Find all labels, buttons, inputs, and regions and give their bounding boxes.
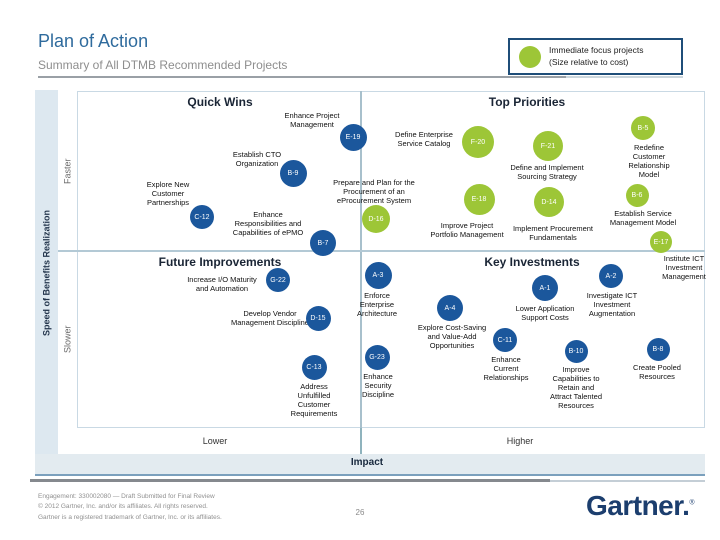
project-bubble-C-13[interactable]: C-13 <box>301 354 327 380</box>
project-label-G-23: Enhance Security Discipline <box>361 372 395 399</box>
project-bubble-E-18[interactable]: E-18 <box>463 183 495 215</box>
project-label-C-12: Explore New Customer Partnerships <box>146 180 190 207</box>
footer-engagement: Engagement: 330002080 — Draft Submitted … <box>38 493 215 500</box>
project-label-B-8: Create Pooled Resources <box>633 363 681 381</box>
plot-area <box>77 91 705 428</box>
legend-line-2: (Size relative to cost) <box>549 56 629 67</box>
y-tick-slower: Slower <box>62 325 73 354</box>
project-label-C-13: Address Unfulfilled Customer Requirement… <box>290 382 338 418</box>
project-bubble-B-8[interactable]: B-8 <box>646 337 670 361</box>
page-title: Plan of Action <box>38 31 149 51</box>
project-label-B-5: Redefine Customer Relationship Model <box>628 143 670 179</box>
x-tick-higher: Higher <box>506 436 534 446</box>
project-label-D-14: Implement Procurement Fundamentals <box>512 224 594 242</box>
quadrant-divider-horizontal <box>58 250 705 252</box>
project-bubble-F-20[interactable]: F-20 <box>462 126 494 158</box>
project-bubble-G-23[interactable]: G-23 <box>364 344 390 370</box>
project-bubble-A-4[interactable]: A-4 <box>437 295 463 321</box>
project-label-A-1: Lower Application Support Costs <box>515 304 575 322</box>
project-bubble-A-1[interactable]: A-1 <box>532 275 558 301</box>
header-divider-light <box>566 76 683 78</box>
project-label-C-11: Enhance Current Relationships <box>483 355 529 382</box>
project-bubble-B-10[interactable]: B-10 <box>564 339 588 363</box>
project-bubble-C-12[interactable]: C-12 <box>190 205 214 229</box>
project-bubble-D-15[interactable]: D-15 <box>305 305 331 331</box>
project-bubble-F-21[interactable]: F-21 <box>533 131 563 161</box>
project-label-D-16: Prepare and Plan for the Procurement of … <box>333 178 415 205</box>
quadrant-divider-vertical-lower <box>360 428 362 454</box>
project-bubble-E-19[interactable]: E-19 <box>339 123 367 151</box>
footer-trademark: Gartner is a registered trademark of Gar… <box>38 513 222 521</box>
quadrant-divider-vertical <box>360 91 362 428</box>
footer-text: Engagement: 330002080 — Draft Submitted … <box>38 492 222 523</box>
project-bubble-A-3[interactable]: A-3 <box>364 261 392 289</box>
legend-line-1: Immediate focus projects <box>549 45 644 56</box>
y-axis-band <box>35 90 58 455</box>
project-label-B-9: Establish CTO Organization <box>232 150 282 168</box>
project-bubble-D-14[interactable]: D-14 <box>534 187 564 217</box>
x-axis-band <box>35 454 705 476</box>
registered-mark-icon: ® <box>689 499 695 507</box>
project-bubble-B-9[interactable]: B-9 <box>279 159 307 187</box>
bottom-divider-light <box>550 480 705 482</box>
project-bubble-G-22[interactable]: G-22 <box>266 268 290 292</box>
x-tick-lower: Lower <box>202 436 228 446</box>
project-label-A-4: Explore Cost-Saving and Value-Add Opport… <box>417 323 487 350</box>
footer-copyright: © 2012 Gartner, Inc. and/or its affiliat… <box>38 503 208 511</box>
project-bubble-C-11[interactable]: C-11 <box>493 328 517 352</box>
project-label-F-21: Define and Implement Sourcing Strategy <box>510 163 584 181</box>
quadrant-title-quick-wins: Quick Wins <box>187 95 253 109</box>
project-label-F-20: Define Enterprise Service Catalog <box>395 130 453 148</box>
project-bubble-B-7[interactable]: B-7 <box>310 230 336 256</box>
project-label-E-19: Enhance Project Management <box>284 111 340 129</box>
page-subtitle: Summary of All DTMB Recommended Projects <box>38 58 288 72</box>
header-divider <box>38 76 566 78</box>
quadrant-title-future-improvements: Future Improvements <box>158 255 282 269</box>
quadrant-title-key-investments: Key Investments <box>484 255 580 269</box>
legend-box: Immediate focus projects (Size relative … <box>508 38 683 75</box>
project-bubble-D-16[interactable]: D-16 <box>362 205 390 233</box>
project-label-E-18: Improve Project Portfolio Management <box>430 221 504 239</box>
project-label-A-2: Investigate ICT Investment Augmentation <box>586 291 638 318</box>
project-bubble-E-17[interactable]: E-17 <box>650 231 672 253</box>
project-label-A-3: Enforce Enterprise Architecture <box>356 291 398 318</box>
y-tick-faster: Faster <box>62 158 73 184</box>
quadrant-title-top-priorities: Top Priorities <box>488 95 566 109</box>
focus-project-dot-icon <box>519 45 541 68</box>
project-label-E-17: Institute ICT Investment Management <box>662 254 706 281</box>
project-label-D-15: Develop Vendor Management Discipline <box>231 309 309 327</box>
project-bubble-B-5[interactable]: B-5 <box>631 116 655 140</box>
page-number: 26 <box>355 508 365 517</box>
project-label-G-22: Increase I/O Maturity and Automation <box>187 275 257 293</box>
gartner-logo: Gartner.® <box>586 490 695 521</box>
project-bubble-B-6[interactable]: B-6 <box>625 183 649 207</box>
y-axis-title: Speed of Benefits Realization <box>41 209 52 336</box>
project-label-B-6: Establish Service Management Model <box>609 209 677 227</box>
project-label-B-7: Enhance Responsibilities and Capabilitie… <box>232 210 304 237</box>
x-axis-title: Impact <box>350 457 384 468</box>
project-label-B-10: Improve Capabilities to Retain and Attra… <box>550 365 602 410</box>
project-bubble-A-2[interactable]: A-2 <box>599 264 623 288</box>
legend-text: Immediate focus projects (Size relative … <box>549 45 643 67</box>
bottom-divider <box>30 479 550 482</box>
